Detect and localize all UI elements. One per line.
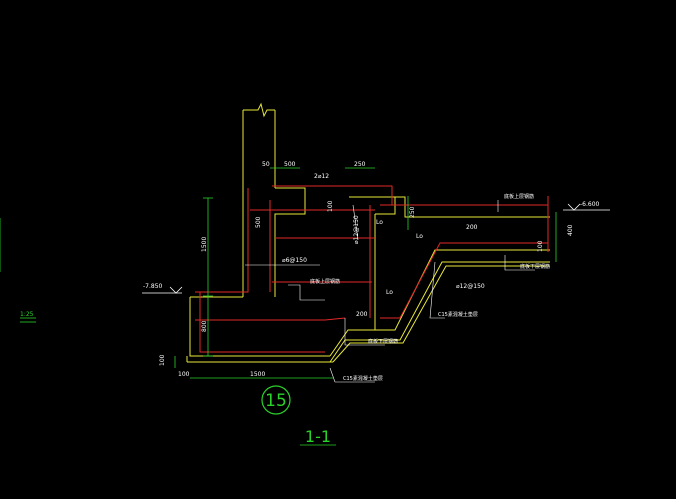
dim-50: 50 <box>262 161 270 168</box>
rebar-cap-top <box>272 185 393 205</box>
wall-break-mark <box>243 102 275 118</box>
dim-100-right: 100 <box>537 240 544 252</box>
rebar-base-perimeter <box>199 292 325 353</box>
dim-800-vertical: 800 <box>201 320 208 332</box>
rebar-label-12-150-vertical: ⌀12@150 <box>353 215 360 244</box>
section-title: 1-1 <box>305 427 331 446</box>
rebar-label-6-150: ⌀6@150 <box>282 257 307 264</box>
elev-right-triangle <box>567 203 581 211</box>
dimension-lines <box>0 167 557 446</box>
base-left-bottom <box>189 297 330 357</box>
leader-lines <box>245 200 535 383</box>
dim-100-mid: 100 <box>327 200 334 212</box>
note-blinding-left: C15素混凝土垫层 <box>343 375 383 382</box>
labels: 50 500 250 2⌀12 500 1500 800 100 100 150… <box>20 161 600 382</box>
dim-1500-vertical: 1500 <box>201 237 208 252</box>
detail-circle <box>261 385 291 415</box>
dim-250-right: 250 <box>409 206 416 218</box>
detail-bubble: 15 <box>261 385 291 415</box>
detail-number: 15 <box>265 391 287 411</box>
note-bottom-rebar-right: 底板下层钢筋 <box>520 263 550 270</box>
rebar-label-2-12: 2⌀12 <box>314 173 329 180</box>
concrete-outline <box>186 102 550 363</box>
note-blinding-right: C15素混凝土垫层 <box>438 311 478 318</box>
dim-100-vertical: 100 <box>159 354 166 366</box>
lap-length-1: Lo <box>376 219 383 226</box>
dim-500-top: 500 <box>284 161 296 168</box>
elevation-right: -6.600 <box>580 201 600 208</box>
dim-1500-base: 1500 <box>250 371 265 378</box>
note-bottom-rebar-left: 底板下层钢筋 <box>368 338 398 345</box>
slab-top-right <box>395 196 550 218</box>
lap-length-3: Lo <box>386 289 393 296</box>
dim-200-bottom: 200 <box>356 311 368 318</box>
lap-length-2: Lo <box>416 233 423 240</box>
blinding-sloped <box>332 265 550 363</box>
rebar-label-12-150: ⌀12@150 <box>456 283 485 290</box>
rebar-slab-bottom <box>380 242 548 319</box>
note-top-rebar-left: 底板上层钢筋 <box>310 278 340 285</box>
dim-500-side: 500 <box>255 216 262 228</box>
dim-100-base: 100 <box>178 371 190 378</box>
scale-label: 1:25 <box>20 311 34 318</box>
elevation-left: -7.850 <box>143 283 163 290</box>
rebar-wall-outer <box>195 188 249 293</box>
dim-200-right: 200 <box>466 224 478 231</box>
slab-sloped-bottom <box>329 261 550 363</box>
dim-250-top: 250 <box>354 161 366 168</box>
note-top-rebar-right: 底板上层钢筋 <box>504 193 534 200</box>
rebar-base-bottom <box>195 317 346 321</box>
dim-400-right: 400 <box>567 224 574 236</box>
elevation-markers <box>142 203 610 294</box>
elev-left-triangle <box>169 286 183 294</box>
cap-left-outline <box>274 187 306 297</box>
slab-bottom-step-1 <box>329 329 375 357</box>
slab-sloped-top <box>374 214 550 331</box>
